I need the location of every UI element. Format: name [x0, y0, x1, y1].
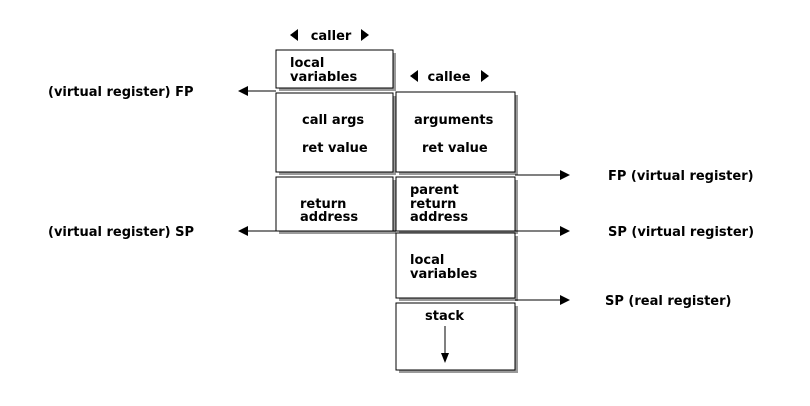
callee-header: callee [410, 70, 489, 85]
arrow-left-icon [238, 226, 248, 236]
arrow-right-icon [560, 295, 570, 305]
right-sp-real-label: SP (real register) [605, 294, 731, 309]
right-triangle-icon [361, 29, 369, 41]
callee-local-variables-line2: variables [410, 267, 477, 282]
left-sp-pointer: (virtual register) SP [48, 225, 396, 240]
left-fp-label: (virtual register) FP [48, 85, 194, 100]
right-triangle-icon [481, 70, 489, 82]
left-sp-label: (virtual register) SP [48, 225, 194, 240]
callee-local-variables-box: local variables [395, 232, 516, 299]
callee-label: callee [427, 70, 470, 85]
caller-local-variables-box: local variables [275, 49, 394, 89]
callee-arguments-box: arguments ret value [395, 91, 516, 173]
arrow-left-icon [238, 86, 248, 96]
callee-parent-return-address-box: parent return address [395, 176, 516, 232]
callee-local-variables-line1: local [410, 253, 444, 268]
caller-label: caller [311, 29, 352, 44]
stack-label: stack [425, 309, 464, 324]
caller-args-box: call args ret value [275, 92, 394, 173]
right-sp-virtual-pointer: SP (virtual register) [515, 225, 754, 240]
callee-ret-value-label: ret value [422, 141, 488, 156]
caller-header: caller [290, 29, 369, 44]
caller-local-variables-line2: variables [290, 70, 357, 85]
return-address-line1: return [300, 197, 346, 212]
caller-return-address-box: return address [275, 176, 394, 232]
parent-return-address-line3: address [410, 210, 468, 225]
arrow-right-icon [560, 226, 570, 236]
arguments-label: arguments [414, 113, 494, 128]
arrow-right-icon [560, 170, 570, 180]
callee-stack-box: stack [395, 302, 516, 371]
right-sp-virtual-label: SP (virtual register) [608, 225, 754, 240]
right-sp-real-pointer: SP (real register) [515, 294, 731, 309]
left-fp-pointer: (virtual register) FP [48, 85, 276, 100]
left-triangle-icon [290, 29, 298, 41]
return-address-line2: address [300, 210, 358, 225]
left-triangle-icon [410, 70, 418, 82]
caller-local-variables-line1: local [290, 56, 324, 71]
right-fp-pointer: FP (virtual register) [515, 169, 754, 184]
call-args-label: call args [302, 113, 364, 128]
parent-return-address-line1: parent [410, 183, 459, 198]
right-fp-label: FP (virtual register) [608, 169, 754, 184]
caller-ret-value-label: ret value [302, 141, 368, 156]
arrow-down-icon [441, 353, 449, 363]
parent-return-address-line2: return [410, 197, 456, 212]
